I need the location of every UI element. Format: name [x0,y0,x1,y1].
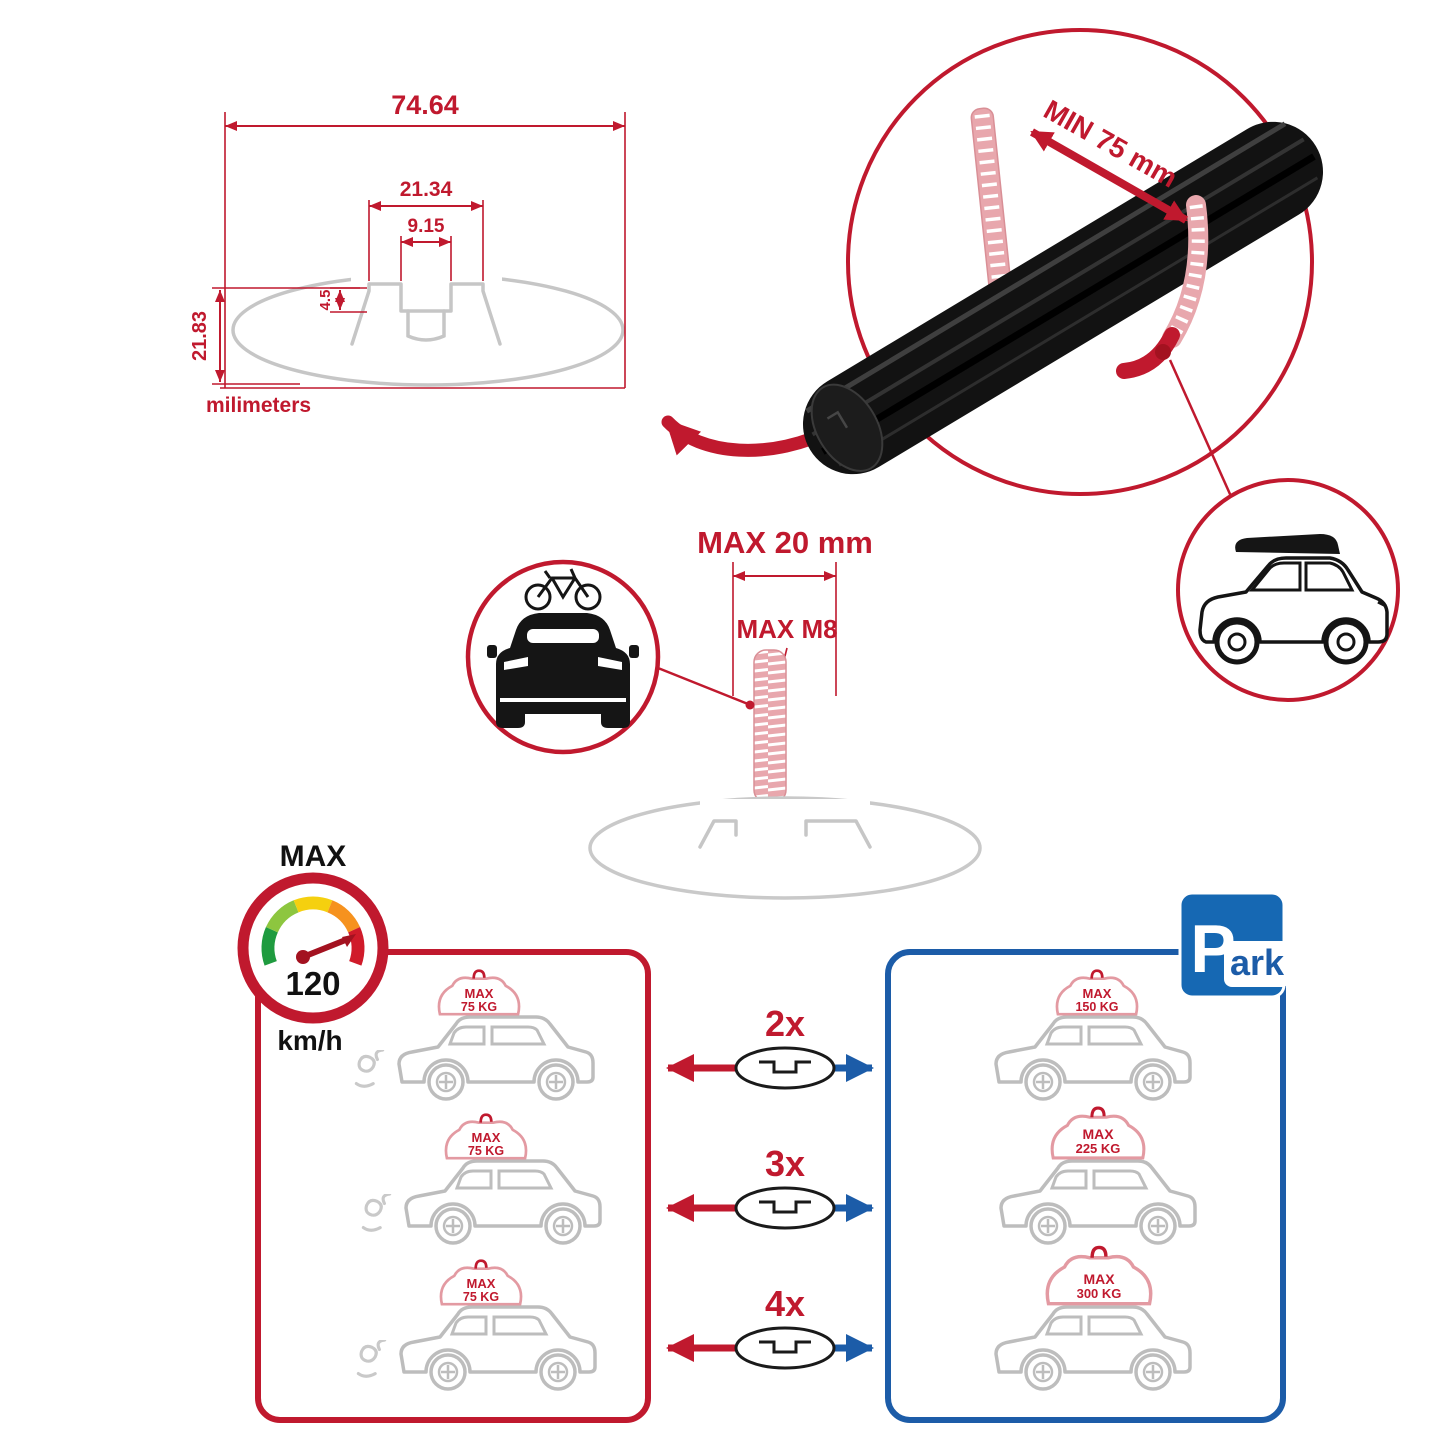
bag-weight: 150 KG [1075,1000,1118,1014]
bag-weight: 75 KG [468,1144,504,1158]
bolt-max-length-label: MAX 20 mm [697,525,873,560]
multiplier-2x: 2x [765,1003,805,1044]
slot-width-label: 9.15 [408,216,445,237]
parking-sign-suffix: ark [1230,942,1285,983]
clamp-pivot-dot [1155,344,1171,360]
inset-connector-line [1168,359,1240,513]
crossbar-detail-circle: MIN 75 mm [802,28,1324,513]
multiplier-3x: 3x [765,1143,805,1184]
speed-value: 120 [285,965,340,1002]
bolt-max-thread-label: MAX M8 [736,614,837,644]
multiplier-4x: 4x [765,1283,805,1324]
speed-unit: km/h [277,1025,342,1056]
total-width-label: 74.64 [391,90,459,120]
parking-panel: MAX 150 KG MAX 225 KG MAX 300 KG [994,969,1197,1391]
unit-label: milimeters [206,394,311,417]
bolt-shaft [753,649,787,803]
bike-car-circle [465,559,755,755]
gauge-needle [300,936,351,960]
speed-limit-gauge: MAX 120 km/h [237,840,389,1056]
bag-label: MAX [465,986,494,1001]
bicycle-icon [524,568,602,611]
bag-label: MAX [472,1130,501,1145]
bag-label: MAX [467,1276,496,1291]
bolt-diagram: MAX 20 mm MAX M8 [588,525,982,900]
dimension-diagram: 74.64 21.34 9.15 4.5 21.83 milimeters [189,90,626,417]
bolt-cross-section [588,796,982,900]
parking-sign: P ark [1178,891,1290,999]
multiplier-column: 2x 3x 4x [666,1003,874,1370]
suv-inset-circle [1176,478,1400,702]
min-clamp-arrow [1030,128,1188,224]
speed-max-label: MAX [280,840,347,873]
crossbar-glyph [734,1046,836,1090]
total-height-label: 21.83 [189,311,211,361]
crossbar-glyph [734,1186,836,1230]
clamp-hook [1116,195,1209,379]
bag-weight: 300 KG [1077,1286,1122,1301]
bag-weight: 75 KG [461,1000,497,1014]
lip-height-label: 4.5 [317,290,334,311]
t-slot-profile [350,282,502,346]
bag-label: MAX [1082,1126,1114,1142]
bag-weight: 225 KG [1076,1141,1121,1156]
crossbar-glyph [734,1326,836,1370]
bag-label: MAX [1083,1271,1115,1287]
driving-panel: MAX 75 KG MAX 75 KG MAX 75 KG [354,969,602,1391]
channel-width-label: 21.34 [400,178,453,201]
bag-weight: 75 KG [463,1290,499,1304]
roof-box [1235,534,1340,554]
bag-label: MAX [1083,986,1112,1001]
